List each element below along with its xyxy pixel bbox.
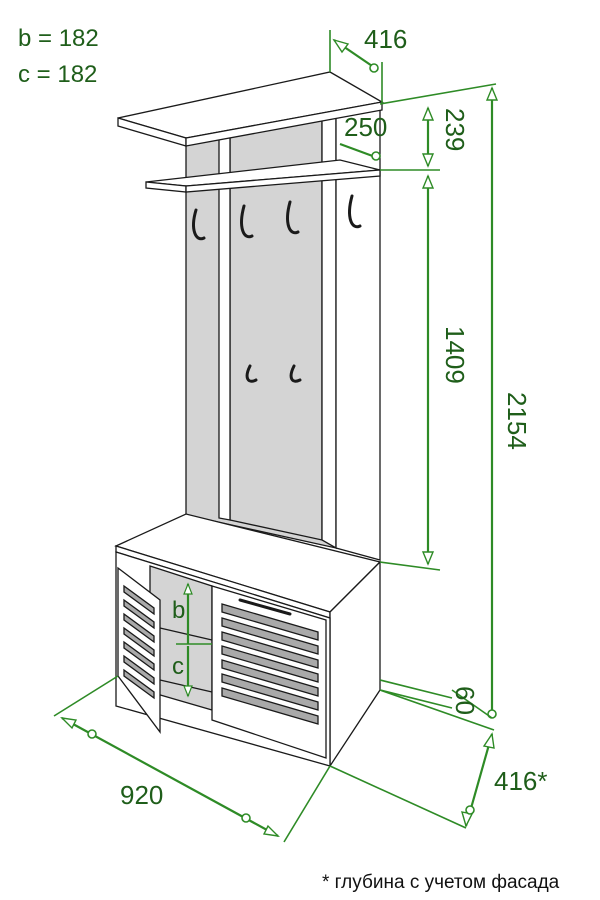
shelf-depth-label: 250: [344, 112, 387, 142]
depth-footnote: * глубина с учетом фасада: [322, 872, 560, 893]
right-panel-strip: [321, 117, 337, 550]
right-door-louvres: [221, 603, 319, 725]
width-label: 920: [120, 780, 163, 810]
internal-shelf-b: [159, 627, 213, 641]
coat-hook-3: [286, 200, 300, 235]
panel-height-label: 1409: [440, 326, 470, 384]
upper-gap-label: 239: [440, 108, 470, 151]
shelf-c-letter: c: [172, 653, 184, 680]
coat-hook-2: [240, 204, 254, 239]
total-height-label: 2154: [502, 392, 532, 450]
param-b-label: b = 182: [18, 25, 99, 52]
top-depth-arrow: [332, 38, 350, 54]
shelf-b-letter: b: [172, 597, 185, 624]
top-shelf-side: [185, 101, 383, 147]
coat-hook-6: [289, 364, 302, 383]
dimension-lines: [53, 30, 499, 843]
coat-hook-1: [192, 208, 206, 241]
left-door-louvres: [123, 584, 155, 700]
hallway-unit: [114, 71, 384, 769]
right-door-handle: [238, 598, 292, 616]
top-depth-label: 416: [364, 24, 407, 54]
coat-hook-5: [245, 364, 258, 383]
coat-hook-4: [348, 194, 362, 229]
bottom-depth-label: 416*: [494, 766, 548, 796]
param-c-label: c = 182: [18, 61, 97, 88]
plinth-label: 60: [450, 686, 480, 715]
middle-shelf-side: [185, 169, 381, 193]
left-panel-strip: [218, 131, 231, 521]
